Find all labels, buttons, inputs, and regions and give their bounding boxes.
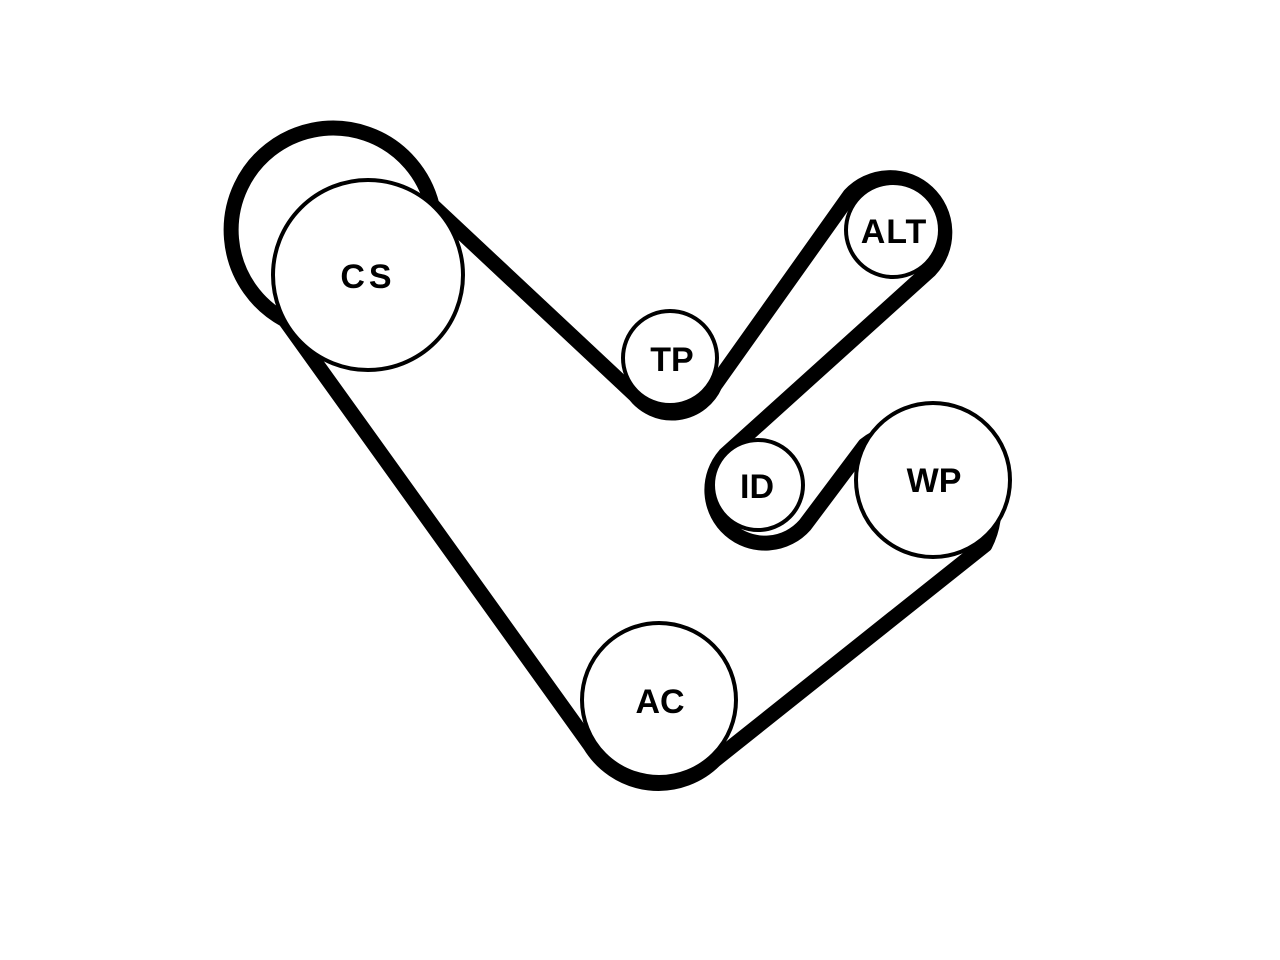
pulley-tp: TP	[621, 309, 719, 407]
pulley-alt: ALT	[844, 181, 942, 279]
pulley-wp: WP	[854, 401, 1012, 559]
pulley-id-label: ID	[740, 468, 774, 506]
pulley-alt-circle	[844, 181, 942, 279]
pulley-cs-circle	[271, 178, 465, 372]
pulley-cs-label: CS	[340, 258, 395, 296]
pulley-wp-circle	[854, 401, 1012, 559]
pulley-id: ID	[711, 438, 805, 532]
pulley-cs: CS	[271, 178, 465, 372]
pulley-ac-circle	[580, 621, 738, 779]
pulley-tp-circle	[621, 309, 719, 407]
pulley-id-circle	[711, 438, 805, 532]
pulley-tp-label: TP	[650, 341, 693, 379]
pulley-ac: AC	[580, 621, 738, 779]
pulley-wp-label: WP	[907, 462, 962, 500]
pulley-alt-label: ALT	[861, 213, 928, 251]
pulley-ac-label: AC	[635, 683, 684, 721]
